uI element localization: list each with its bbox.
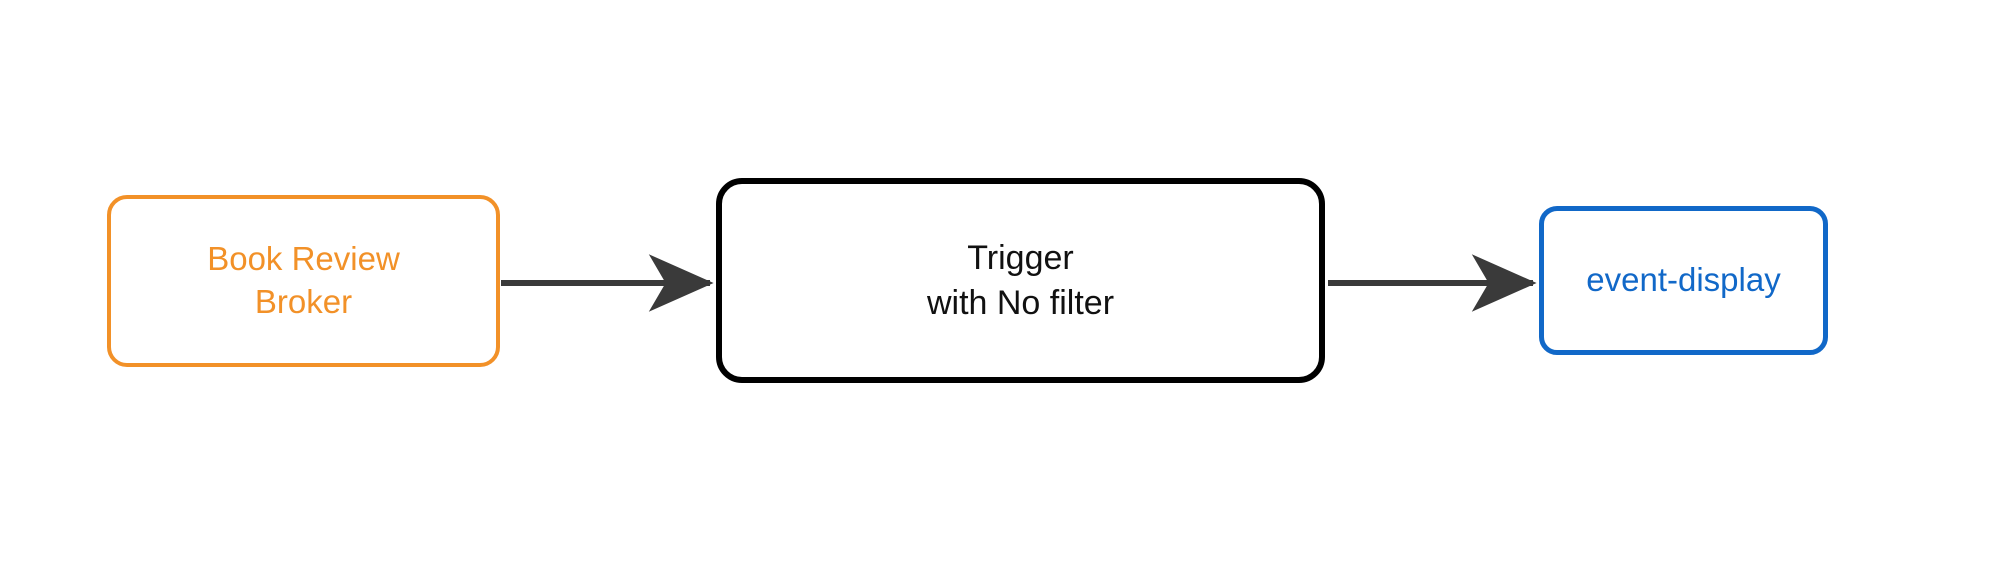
node-trigger-label: Trigger with No filter [926, 239, 1115, 322]
node-book-review-broker[interactable]: Book Review Broker [107, 195, 500, 367]
node-event-display[interactable]: event-display [1539, 206, 1828, 355]
node-broker-label: Book Review Broker [207, 240, 400, 320]
node-trigger[interactable]: Trigger with No filter [716, 178, 1325, 383]
node-event-display-label: event-display [1586, 261, 1781, 299]
